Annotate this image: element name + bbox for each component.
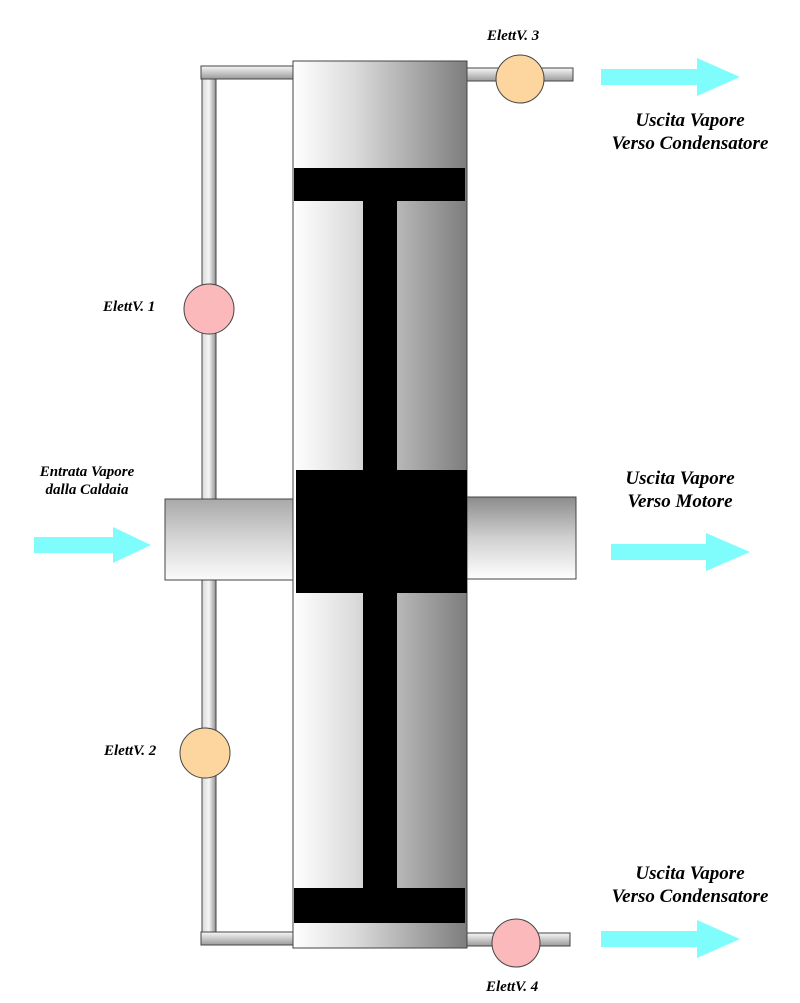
spool-stem-lower (363, 592, 397, 890)
outlet-condenser-bottom-line1: Uscita Vapore (635, 863, 745, 884)
outlet-condenser-bottom-label: Uscita Vapore Verso Condensatore (585, 863, 795, 909)
outlet-condenser-top-line1: Uscita Vapore (635, 110, 745, 131)
outlet-condenser-top-label: Uscita Vapore Verso Condensatore (585, 110, 795, 156)
motor-outlet-port (466, 496, 577, 580)
solenoid-valve-4 (491, 918, 541, 968)
solenoid-valve-1 (183, 283, 235, 335)
spool-top-land (294, 168, 465, 201)
spool-center-land (296, 470, 467, 593)
arrow-inlet-steam (34, 527, 151, 563)
arrow-outlet-condenser-bottom (601, 920, 740, 958)
inlet-label-line2: dalla Caldaia (45, 482, 129, 498)
outlet-condenser-top-line2: Verso Condensatore (611, 132, 769, 154)
inlet-port (164, 498, 295, 581)
inlet-label-line1: Entrata Vapore (39, 464, 135, 480)
bypass-pipe-top (200, 65, 295, 80)
valve-2-label: ElettV. 2 (104, 743, 157, 759)
outlet-motor-line1: Uscita Vapore (625, 468, 735, 489)
inlet-label: Entrata Vapore dalla Caldaia (28, 463, 146, 499)
valve-3-label: ElettV. 3 (487, 28, 540, 44)
arrow-outlet-condenser-top (601, 58, 740, 96)
outlet-motor-label: Uscita Vapore Verso Motore (585, 468, 775, 514)
outlet-motor-line2: Verso Motore (627, 490, 733, 512)
valve-1-label: ElettV. 1 (103, 299, 156, 315)
valve-4-label: ElettV. 4 (486, 979, 539, 995)
spool-stem-upper (363, 200, 397, 472)
bypass-pipe-bottom (200, 931, 295, 946)
arrow-outlet-motor (611, 533, 750, 571)
spool-bottom-land (294, 888, 465, 923)
solenoid-valve-3 (495, 54, 545, 104)
outlet-condenser-bottom-line2: Verso Condensatore (611, 885, 769, 907)
solenoid-valve-2 (179, 727, 231, 779)
